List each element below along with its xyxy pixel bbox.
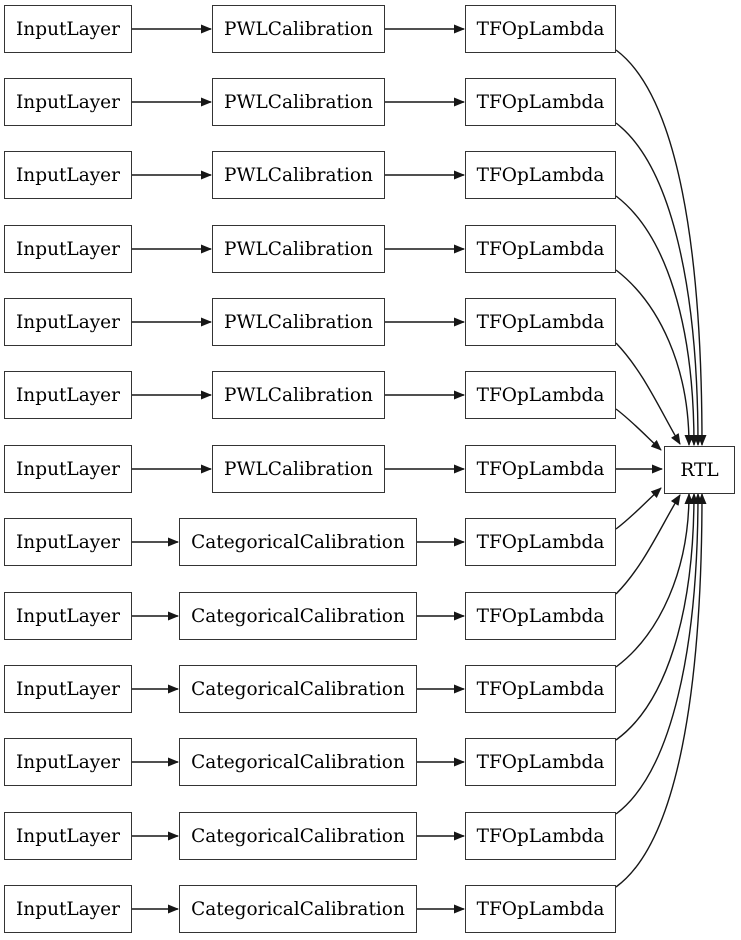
node-tfop-lambda: TFOpLambda <box>465 78 616 126</box>
node-input-layer: InputLayer <box>4 518 132 566</box>
node-label: CategoricalCalibration <box>191 678 405 700</box>
node-input-layer: InputLayer <box>4 445 132 493</box>
node-tfop-lambda: TFOpLambda <box>465 445 616 493</box>
node-label: TFOpLambda <box>476 238 605 260</box>
edge-lambda-rtl <box>615 408 662 451</box>
node-label: InputLayer <box>16 238 120 260</box>
node-label: PWLCalibration <box>224 384 373 406</box>
node-label: PWLCalibration <box>224 91 373 113</box>
node-input-layer: InputLayer <box>4 665 132 713</box>
node-rtl: RTL <box>664 446 735 494</box>
node-input-layer: InputLayer <box>4 151 132 199</box>
node-label: CategoricalCalibration <box>191 898 405 920</box>
node-label: TFOpLambda <box>476 91 605 113</box>
edge-lambda-rtl <box>615 49 707 446</box>
edge-lambda-rtl <box>615 487 662 530</box>
node-tfop-lambda: TFOpLambda <box>465 298 616 346</box>
node-tfop-lambda: TFOpLambda <box>465 738 616 786</box>
node-label: CategoricalCalibration <box>191 605 405 627</box>
node-label: InputLayer <box>16 825 120 847</box>
node-label: RTL <box>680 459 719 481</box>
node-tfop-lambda: TFOpLambda <box>465 225 616 273</box>
node-label: PWLCalibration <box>224 18 373 40</box>
node-label: CategoricalCalibration <box>191 531 405 553</box>
node-label: TFOpLambda <box>476 384 605 406</box>
node-tfop-lambda: TFOpLambda <box>465 812 616 860</box>
edge-lambda-rtl <box>615 122 703 446</box>
node-input-layer: InputLayer <box>4 371 132 419</box>
node-tfop-lambda: TFOpLambda <box>465 665 616 713</box>
node-label: InputLayer <box>16 91 120 113</box>
node-pwl-calibration: PWLCalibration <box>212 298 385 346</box>
node-label: InputLayer <box>16 751 120 773</box>
node-label: TFOpLambda <box>476 898 605 920</box>
node-categorical-calibration: CategoricalCalibration <box>179 738 417 786</box>
node-label: CategoricalCalibration <box>191 825 405 847</box>
node-label: InputLayer <box>16 605 120 627</box>
node-label: InputLayer <box>16 164 120 186</box>
node-label: TFOpLambda <box>476 458 605 480</box>
node-label: TFOpLambda <box>476 311 605 333</box>
node-label: InputLayer <box>16 678 120 700</box>
node-tfop-lambda: TFOpLambda <box>465 151 616 199</box>
node-categorical-calibration: CategoricalCalibration <box>179 665 417 713</box>
node-pwl-calibration: PWLCalibration <box>212 78 385 126</box>
node-input-layer: InputLayer <box>4 298 132 346</box>
node-label: TFOpLambda <box>476 751 605 773</box>
node-label: TFOpLambda <box>476 825 605 847</box>
node-label: PWLCalibration <box>224 458 373 480</box>
node-categorical-calibration: CategoricalCalibration <box>179 518 417 566</box>
node-label: TFOpLambda <box>476 678 605 700</box>
node-tfop-lambda: TFOpLambda <box>465 5 616 53</box>
node-input-layer: InputLayer <box>4 225 132 273</box>
node-tfop-lambda: TFOpLambda <box>465 885 616 933</box>
node-pwl-calibration: PWLCalibration <box>212 151 385 199</box>
node-label: TFOpLambda <box>476 605 605 627</box>
node-pwl-calibration: PWLCalibration <box>212 371 385 419</box>
node-input-layer: InputLayer <box>4 812 132 860</box>
node-categorical-calibration: CategoricalCalibration <box>179 885 417 933</box>
node-label: PWLCalibration <box>224 164 373 186</box>
edge-lambda-rtl <box>615 493 707 888</box>
node-pwl-calibration: PWLCalibration <box>212 5 385 53</box>
node-tfop-lambda: TFOpLambda <box>465 371 616 419</box>
edge-lambda-rtl <box>615 269 694 446</box>
node-pwl-calibration: PWLCalibration <box>212 225 385 273</box>
node-label: TFOpLambda <box>476 18 605 40</box>
node-input-layer: InputLayer <box>4 592 132 640</box>
edge-lambda-rtl <box>615 493 703 815</box>
node-input-layer: InputLayer <box>4 885 132 933</box>
node-pwl-calibration: PWLCalibration <box>212 445 385 493</box>
node-input-layer: InputLayer <box>4 78 132 126</box>
node-label: InputLayer <box>16 384 120 406</box>
node-label: PWLCalibration <box>224 238 373 260</box>
node-categorical-calibration: CategoricalCalibration <box>179 592 417 640</box>
edge-lambda-rtl <box>615 342 681 445</box>
edge-lambda-rtl <box>615 494 681 595</box>
node-label: InputLayer <box>16 531 120 553</box>
node-tfop-lambda: TFOpLambda <box>465 592 616 640</box>
edge-lambda-rtl <box>615 493 699 741</box>
node-label: InputLayer <box>16 898 120 920</box>
node-input-layer: InputLayer <box>4 5 132 53</box>
node-label: PWLCalibration <box>224 311 373 333</box>
node-label: TFOpLambda <box>476 531 605 553</box>
node-label: InputLayer <box>16 18 120 40</box>
node-label: InputLayer <box>16 458 120 480</box>
edge-lambda-rtl <box>615 493 694 668</box>
node-label: InputLayer <box>16 311 120 333</box>
node-categorical-calibration: CategoricalCalibration <box>179 812 417 860</box>
edge-lambda-rtl <box>615 195 699 446</box>
node-input-layer: InputLayer <box>4 738 132 786</box>
node-label: CategoricalCalibration <box>191 751 405 773</box>
node-tfop-lambda: TFOpLambda <box>465 518 616 566</box>
node-label: TFOpLambda <box>476 164 605 186</box>
